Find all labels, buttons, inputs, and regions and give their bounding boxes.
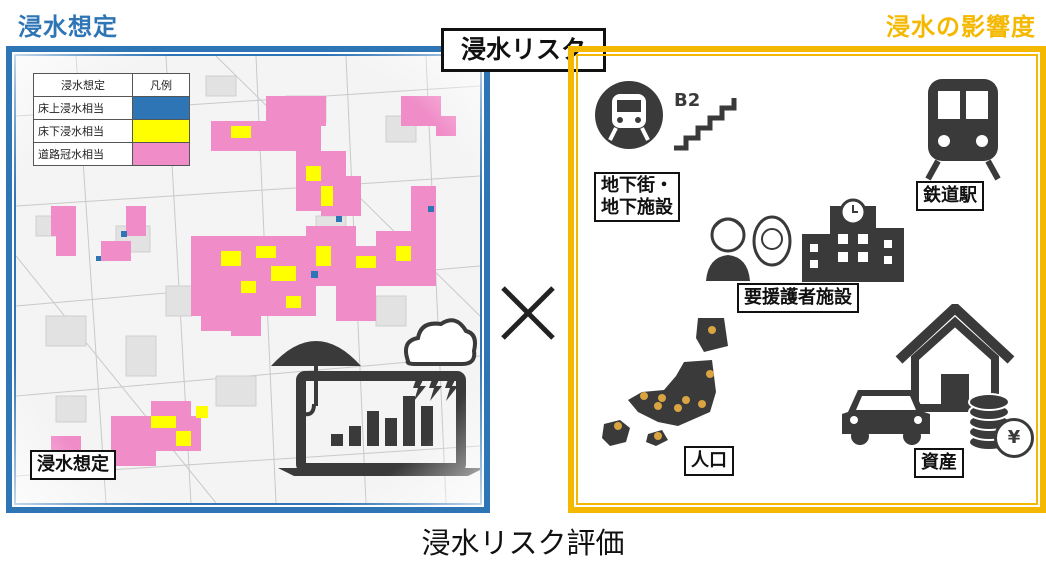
- train-icon: [925, 79, 1001, 181]
- legend-label-below-floor: 床下浸水相当: [33, 119, 133, 143]
- impact-panel: [576, 54, 1038, 505]
- population-label: 人口: [684, 446, 734, 476]
- legend-swatch-blue: [132, 96, 190, 120]
- legend-table: 浸水想定 凡例 床上浸水相当 床下浸水相当 道路冠水相当: [33, 73, 190, 166]
- population-map-icon: [602, 318, 728, 446]
- subway-icon: [595, 81, 663, 149]
- flood-assumption-frame-outer: [6, 46, 490, 513]
- right-heading: 浸水の影響度: [886, 13, 1036, 41]
- impact-frame-outer: [568, 46, 1046, 513]
- left-heading: 浸水想定: [18, 13, 118, 41]
- population-pins: [614, 326, 716, 440]
- station-label: 鉄道駅: [916, 181, 984, 211]
- basement-level-label: B2: [674, 90, 701, 111]
- assets-label: 資産: [914, 448, 964, 478]
- legend-swatch-pink: [132, 142, 190, 166]
- underground-label-line2: 地下施設: [601, 197, 673, 218]
- legend-header-assumption: 浸水想定: [33, 73, 133, 97]
- car-icon: [842, 390, 930, 445]
- stairs-icon: [674, 98, 737, 151]
- underground-label-line1: 地下街・: [601, 175, 673, 196]
- legend-header-legend: 凡例: [132, 73, 190, 97]
- flood-assumption-label: 浸水想定: [30, 450, 116, 480]
- legend-swatch-yellow: [132, 119, 190, 143]
- care-facility-label: 要援護者施設: [737, 283, 859, 313]
- multiply-icon: [501, 286, 555, 340]
- legend-label-road-flooding: 道路冠水相当: [33, 142, 133, 166]
- yen-coin-icon: ¥: [994, 418, 1034, 458]
- bottom-caption: 浸水リスク評価: [421, 526, 625, 560]
- elderly-baby-icon: [706, 215, 792, 281]
- facility-building-icon: [802, 198, 904, 282]
- risk-title: 浸水リスク: [441, 28, 606, 72]
- legend-label-above-floor: 床上浸水相当: [33, 96, 133, 120]
- underground-facility-label: 地下街・ 地下施設: [594, 172, 680, 222]
